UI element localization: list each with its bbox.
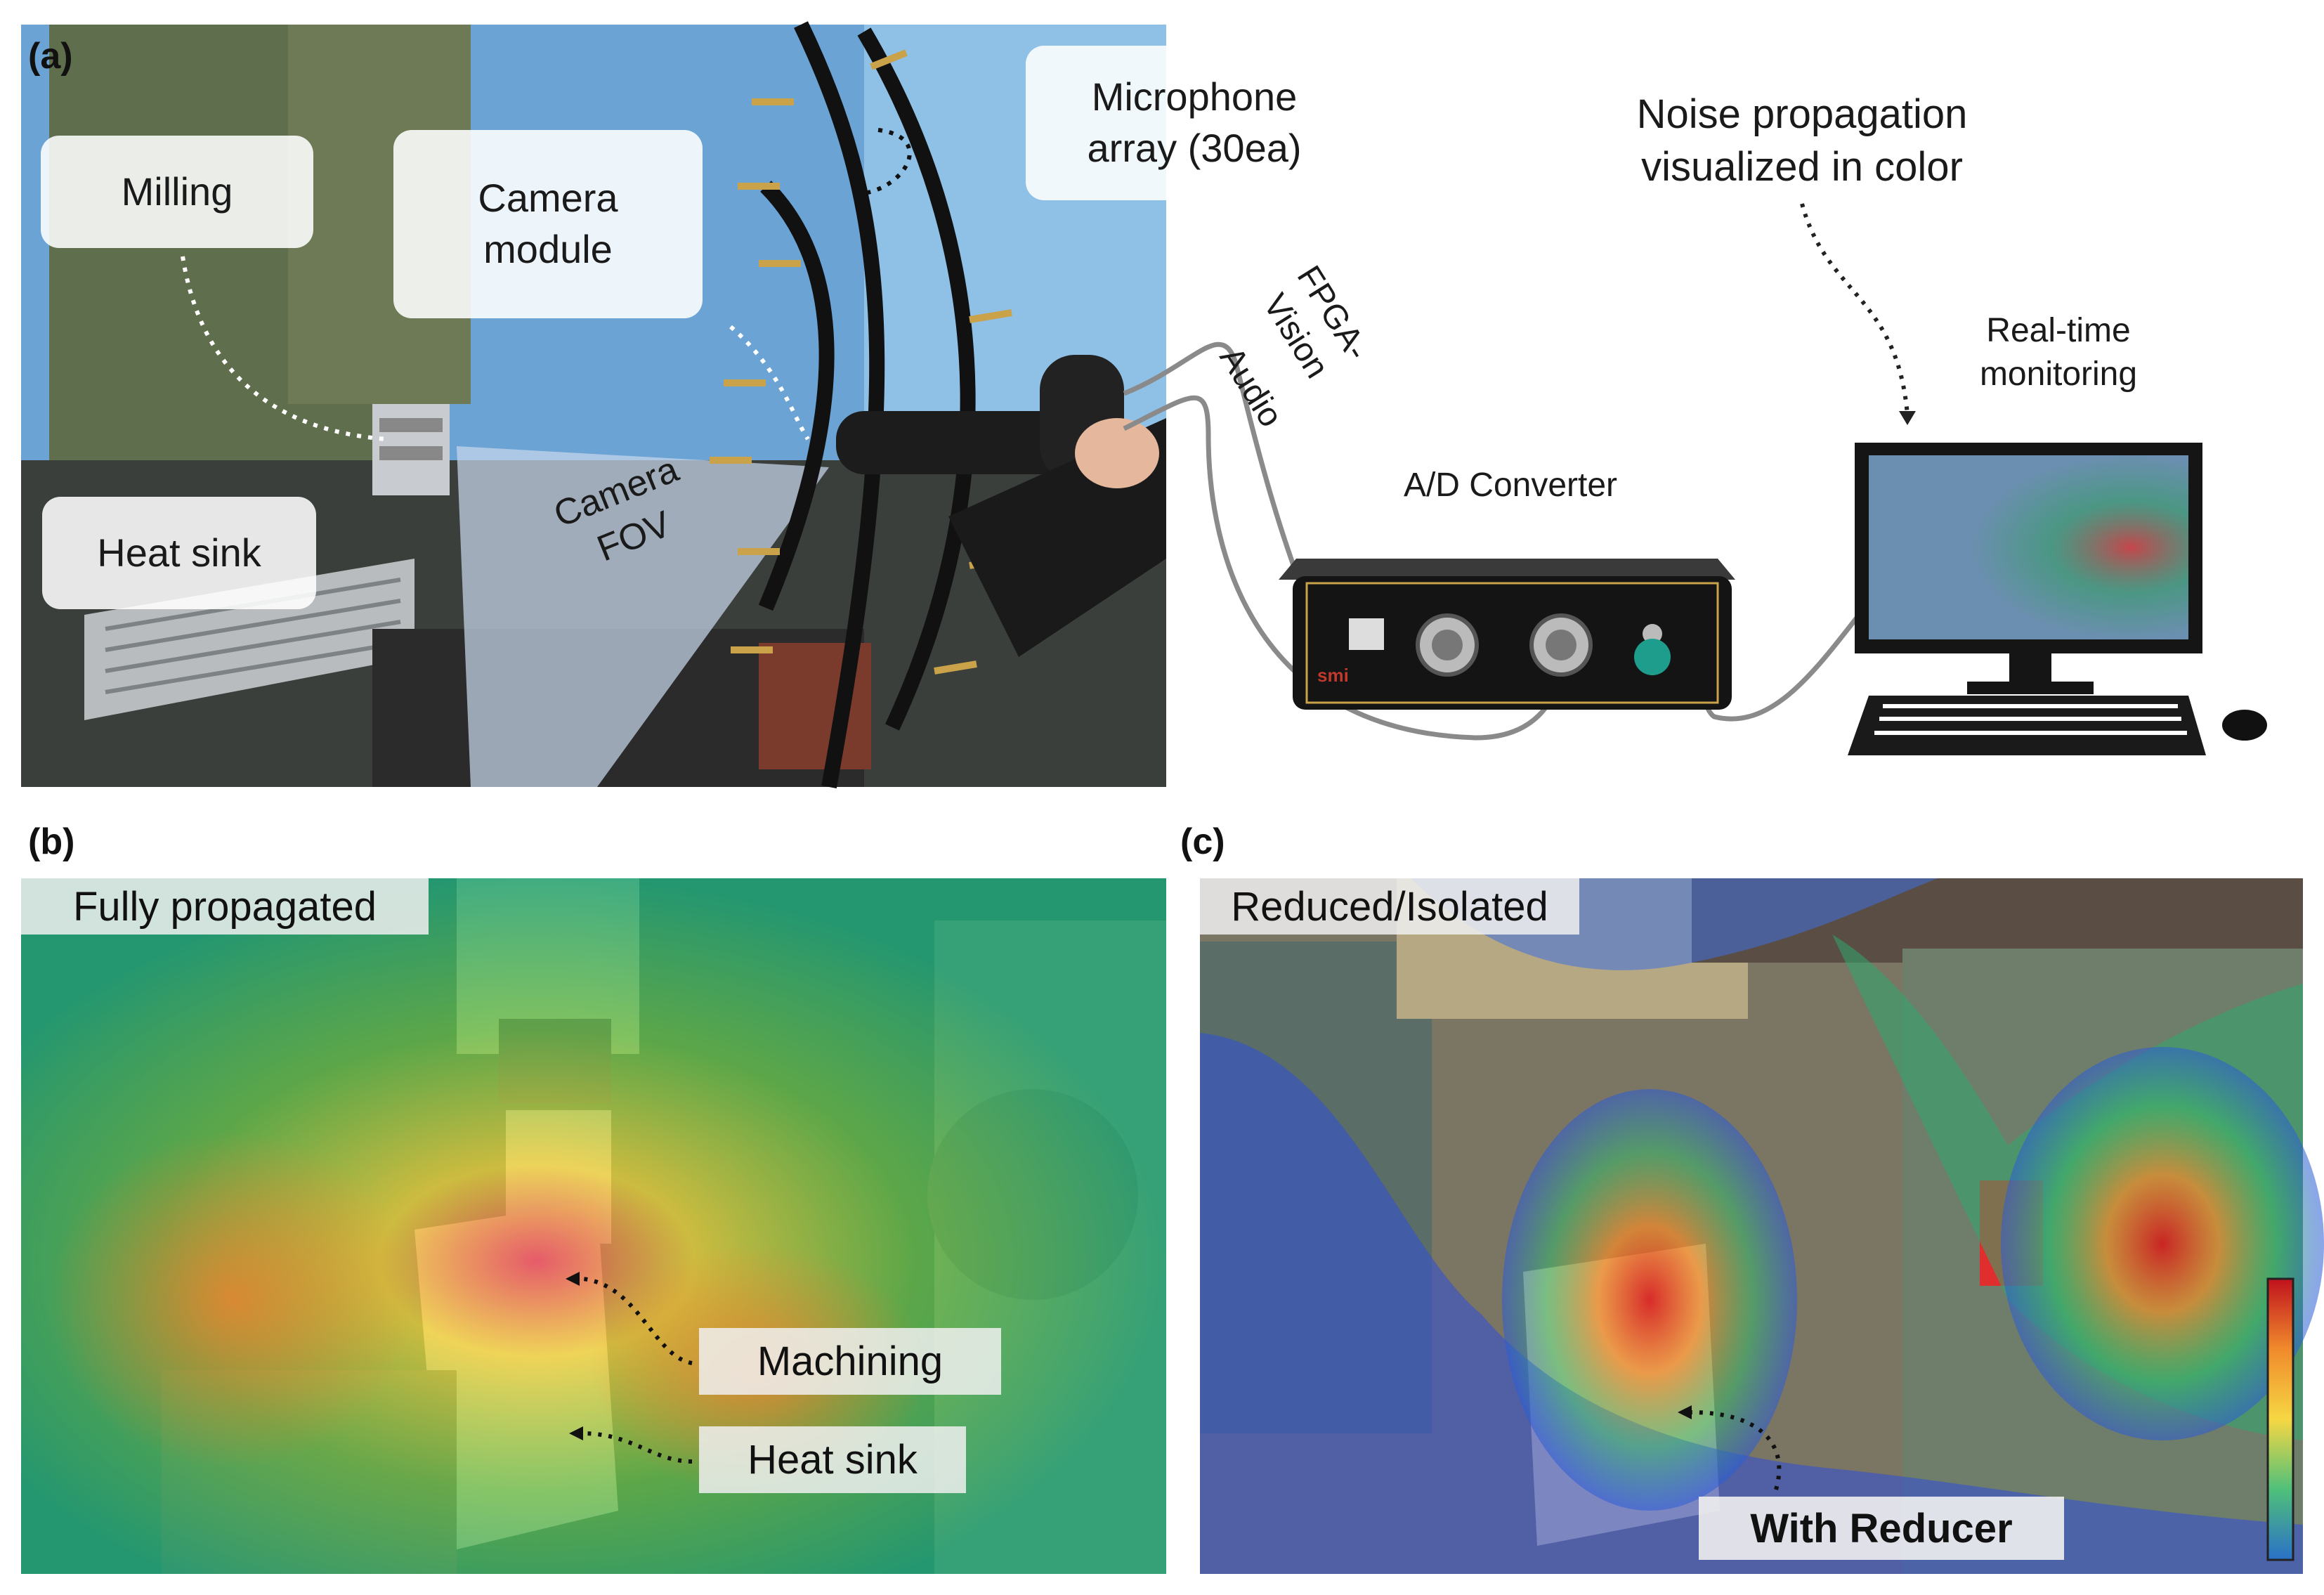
fpga-vision-cable <box>1123 341 1399 663</box>
real-time-monitoring-label: Real-time monitoring <box>1979 312 2138 393</box>
colorbar <box>2266 1277 2294 1561</box>
annotation-heat-sink: Heat sink <box>699 1426 966 1493</box>
noise-propagation-title: Noise propagation visualized in color <box>1636 91 1968 190</box>
panel-b-arrows <box>566 1272 693 1464</box>
panel-a-photo: Milling Camera module Heat sink Micropho… <box>21 21 1363 788</box>
callout-milling: Milling <box>41 136 313 248</box>
panel-c-heatmap-image: Reduced/Isolated With Reducer <box>1200 878 2324 1574</box>
callout-heat-sink: Heat sink <box>42 497 316 609</box>
ad-converter-label: A/D Converter <box>1403 467 1618 504</box>
keyboard <box>1848 696 2206 755</box>
panel-a-label: (a) <box>28 36 73 77</box>
svg-text:smi: smi <box>1317 665 1349 686</box>
callout-microphone-array: Microphone array (30ea) <box>1026 46 1363 200</box>
annotation-machining: Machining <box>699 1328 1001 1395</box>
heatmap-b-overlay <box>21 878 1166 1574</box>
heatmap-c-overlay <box>1200 878 2324 1574</box>
audio-cable <box>1123 395 1569 741</box>
ad-converter-box: smi <box>1279 559 1735 710</box>
panel-c-label: (c) <box>1180 821 1225 862</box>
annotation-with-reducer: With Reducer <box>1699 1497 2064 1560</box>
panel-c-title: Reduced/Isolated <box>1200 878 1579 935</box>
mouse <box>2222 710 2267 741</box>
system-diagram: smi <box>1123 203 2267 755</box>
callout-camera-module: Camera module <box>393 130 703 318</box>
panel-b-label: (b) <box>28 821 75 862</box>
panel-b-heatmap-image: Fully propagated Machining Heat sink <box>21 878 1166 1574</box>
monitor <box>1855 443 2202 694</box>
panel-c-arrow <box>1678 1405 1782 1490</box>
panel-b-title: Fully propagated <box>21 878 429 935</box>
camera-fov-shape <box>457 446 829 787</box>
